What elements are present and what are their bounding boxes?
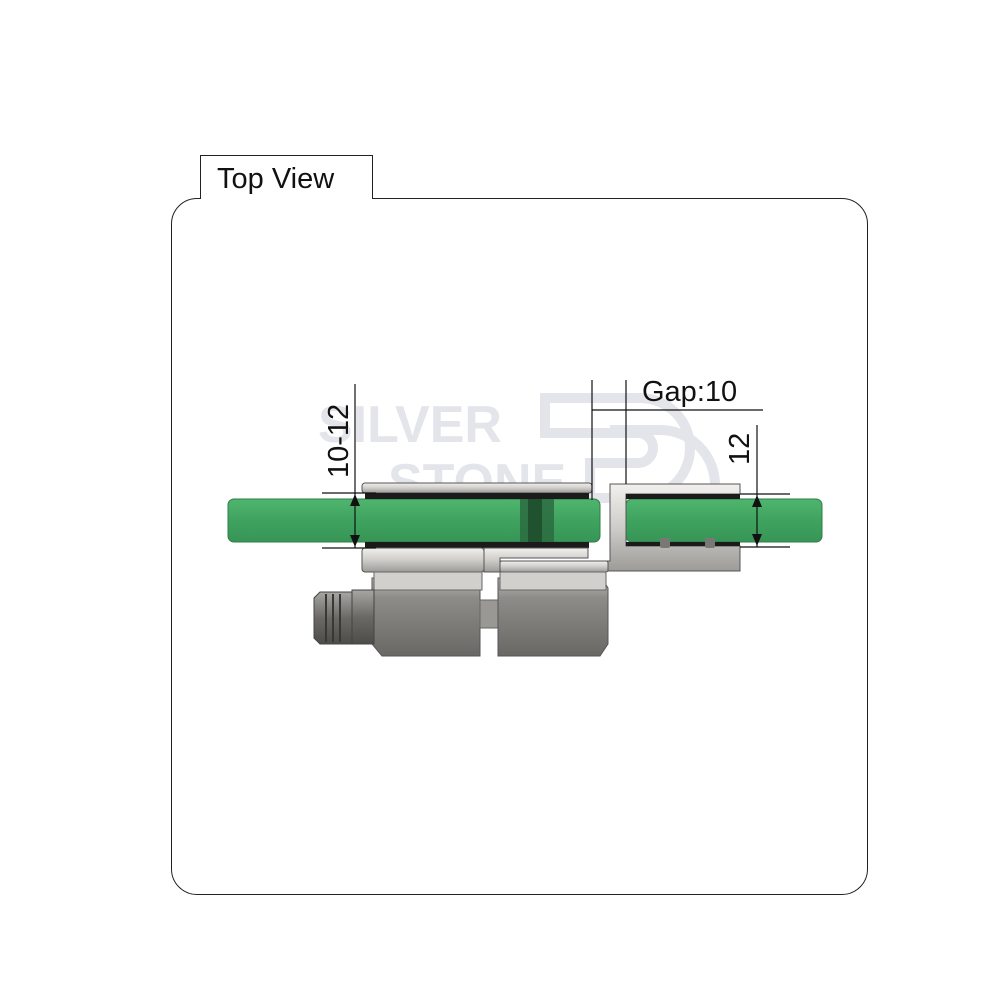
right-glass-panel bbox=[625, 498, 823, 543]
screw-head-1 bbox=[660, 538, 670, 548]
left-thickness-label: 10-12 bbox=[323, 404, 355, 478]
hinge-body-left bbox=[371, 571, 483, 657]
top-view-tab: Top View bbox=[200, 155, 373, 199]
watermark-line1: SILVER bbox=[318, 396, 502, 454]
gap-label: Gap:10 bbox=[642, 376, 737, 408]
gap-dimension bbox=[591, 380, 763, 500]
screw-head-2 bbox=[705, 538, 715, 548]
right-thickness-label: 12 bbox=[724, 433, 756, 465]
hinge-axle bbox=[479, 599, 501, 629]
left-thickness-dimension bbox=[322, 384, 376, 549]
right-bracket bbox=[499, 483, 741, 572]
hinge-body-right bbox=[497, 571, 609, 657]
left-clamp-bottom-plate bbox=[361, 542, 589, 573]
left-clamp-top-plate bbox=[361, 482, 593, 499]
top-view-label: Top View bbox=[217, 163, 335, 195]
adjustment-knob-icon bbox=[313, 589, 375, 645]
right-thickness-dimension bbox=[740, 425, 790, 548]
